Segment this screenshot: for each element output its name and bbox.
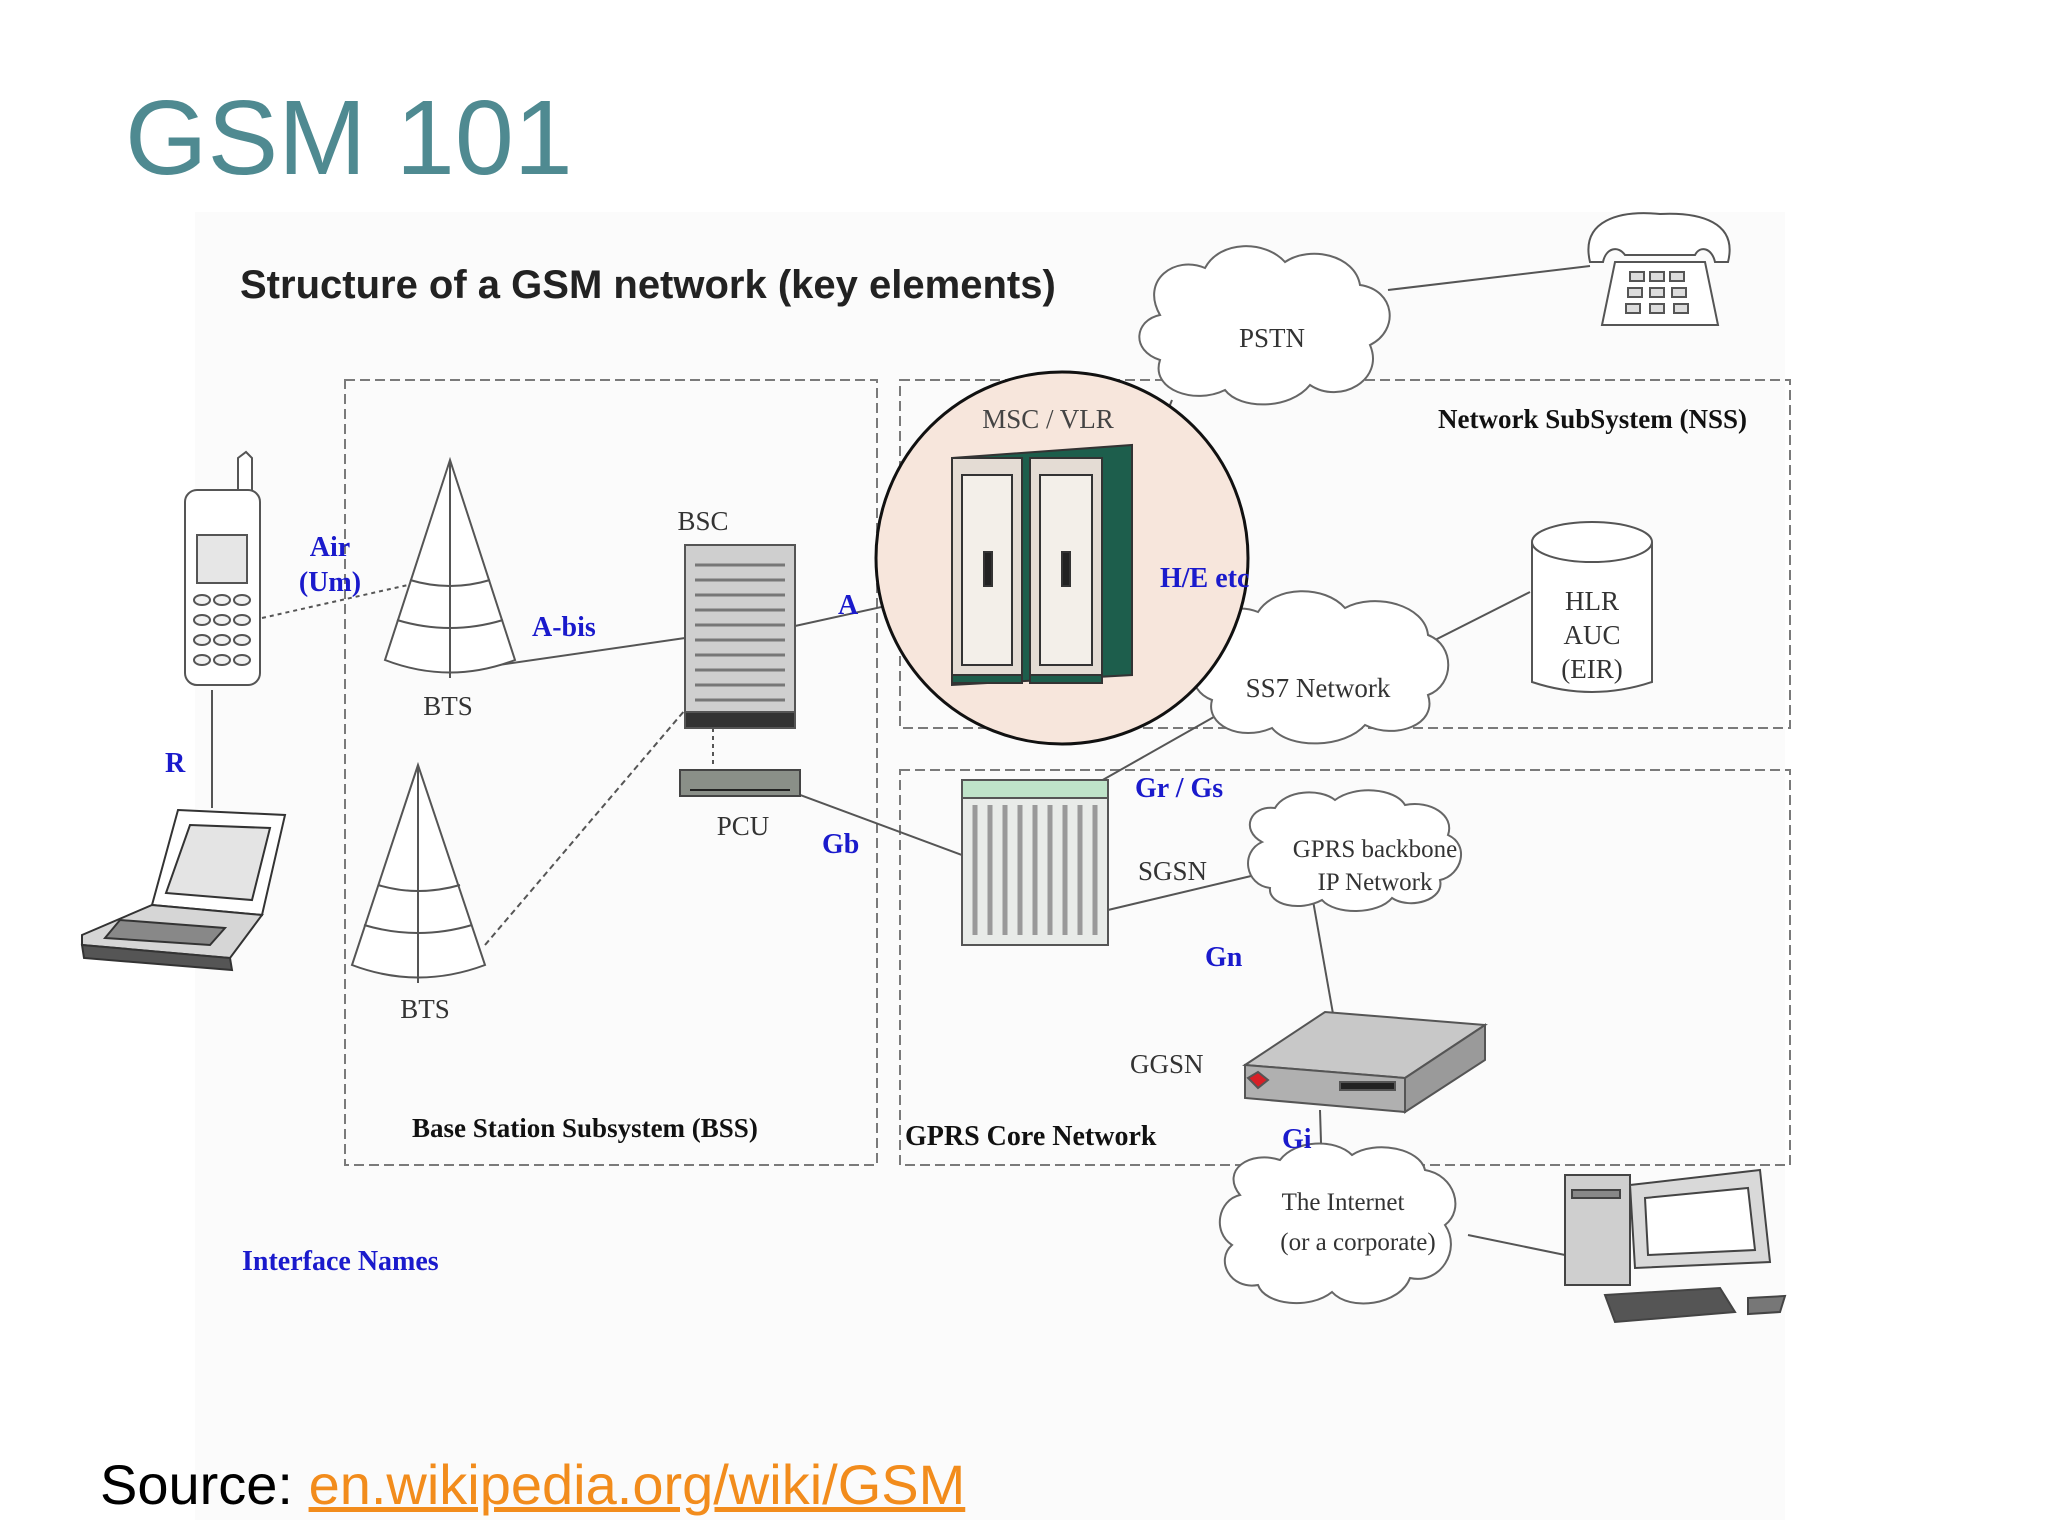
- pstn-label: PSTN: [1239, 323, 1305, 353]
- gprs-core-label: GPRS Core Network: [905, 1121, 1157, 1152]
- telephone-icon: [1587, 212, 1731, 326]
- source-footer: Source: en.wikipedia.org/wiki/GSM: [100, 1452, 965, 1517]
- ss7-label: SS7 Network: [1246, 673, 1391, 703]
- ggsn-label: GGSN: [1130, 1049, 1204, 1079]
- bts-top-label: BTS: [423, 691, 473, 721]
- sgsn-rack-icon: [961, 779, 1109, 946]
- hlr-label: HLR: [1565, 586, 1619, 616]
- laptop-icon: [80, 808, 287, 972]
- internet-pc-link: [1467, 1234, 1566, 1256]
- source-link[interactable]: en.wikipedia.org/wiki/GSM: [308, 1453, 966, 1516]
- internet-label-2: (or a corporate): [1280, 1229, 1435, 1256]
- bss-label: Base Station Subsystem (BSS): [412, 1113, 758, 1143]
- msc-vlr-cabinets-icon: [951, 443, 1133, 687]
- auc-label: AUC: [1563, 620, 1620, 650]
- bss-box: [344, 379, 878, 1166]
- interface-um: (Um): [299, 567, 361, 598]
- pcu-label: PCU: [717, 811, 770, 841]
- ss7-cloud: [1191, 590, 1450, 745]
- interface-air: Air: [310, 532, 350, 563]
- gprs-backbone-label-1: GPRS backbone: [1293, 836, 1458, 863]
- internet-cloud: [1218, 1142, 1457, 1305]
- eir-label: (EIR): [1561, 654, 1622, 684]
- backbone-ggsn-link: [1311, 894, 1336, 1026]
- interface-gi: Gi: [1282, 1124, 1312, 1155]
- pcu-icon: [679, 769, 801, 797]
- pcu-sgsn-link: [794, 792, 963, 856]
- interface-gr-gs: Gr / Gs: [1135, 773, 1223, 804]
- gprs-backbone-cloud: [1247, 789, 1462, 912]
- msc-vlr-label: MSC / VLR: [982, 404, 1114, 434]
- sgsn-label: SGSN: [1138, 856, 1207, 886]
- interface-he: H/E etc: [1160, 563, 1249, 594]
- bts-bottom-label: BTS: [400, 994, 450, 1024]
- hlr-database-icon: [1531, 521, 1653, 693]
- pstn-cloud: [1138, 245, 1391, 406]
- bts-tower-bottom: [350, 761, 487, 983]
- pstn-phone-link: [1387, 265, 1591, 291]
- bts2-bsc-link: [484, 709, 686, 946]
- bts-tower-top: [383, 456, 517, 678]
- gprs-backbone-label-2: IP Network: [1317, 869, 1433, 896]
- interface-gb: Gb: [822, 829, 859, 860]
- desktop-computer-icon: [1564, 1168, 1787, 1324]
- internet-label-1: The Internet: [1282, 1189, 1405, 1216]
- source-label: Source:: [100, 1453, 293, 1516]
- bsc-label: BSC: [677, 506, 728, 536]
- interface-names-legend: Interface Names: [242, 1246, 439, 1277]
- interface-r: R: [165, 748, 186, 779]
- diagram-heading: Structure of a GSM network (key elements…: [240, 263, 1056, 307]
- mobile-phone-icon: [184, 450, 261, 686]
- interface-gn: Gn: [1205, 942, 1243, 973]
- interface-a: A: [838, 590, 859, 621]
- bsc-cabinet-icon: [684, 544, 796, 729]
- nss-label: Network SubSystem (NSS): [1438, 404, 1747, 434]
- ss7-sgsn-link: [1084, 704, 1236, 791]
- interface-abis: A-bis: [532, 612, 596, 643]
- ggsn-router-icon: [1242, 1010, 1488, 1114]
- slide-title: GSM 101: [125, 79, 573, 197]
- sgsn-backbone-link: [1107, 871, 1269, 911]
- ss7-hlr-link: [1434, 591, 1531, 641]
